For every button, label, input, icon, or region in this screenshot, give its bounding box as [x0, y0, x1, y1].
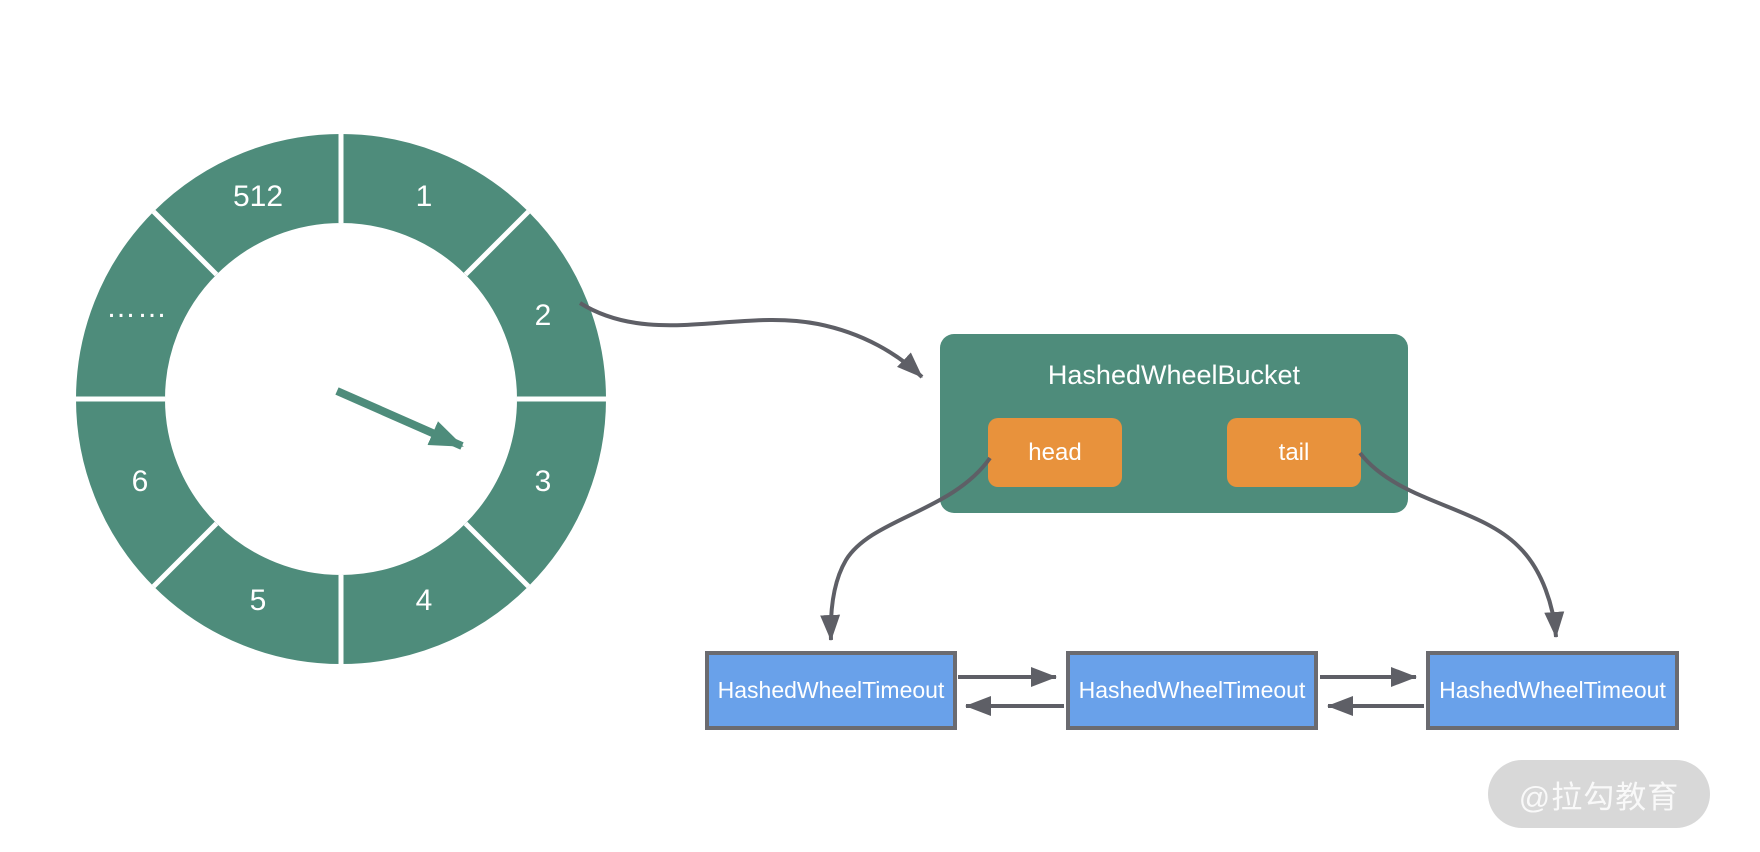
timeout-node-1-label: HashedWheelTimeout: [717, 677, 945, 703]
watermark-badge: @拉勾教育: [1488, 760, 1710, 828]
head-node: head: [988, 418, 1122, 487]
timeout-node-3: HashedWheelTimeout: [1426, 651, 1679, 730]
head-label: head: [1028, 438, 1082, 466]
tail-label: tail: [1278, 438, 1310, 466]
timeout-node-2: HashedWheelTimeout: [1066, 651, 1318, 730]
hashed-wheel-bucket-box: HashedWheelBucket head tail: [940, 334, 1408, 513]
watermark-text: @拉勾教育: [1518, 779, 1680, 815]
tail-node: tail: [1227, 418, 1361, 487]
timeout-node-3-label: HashedWheelTimeout: [1439, 677, 1666, 703]
timeout-node-1: HashedWheelTimeout: [705, 651, 957, 730]
bucket-title: HashedWheelBucket: [1047, 360, 1301, 390]
timeout-node-2-label: HashedWheelTimeout: [1078, 677, 1306, 703]
